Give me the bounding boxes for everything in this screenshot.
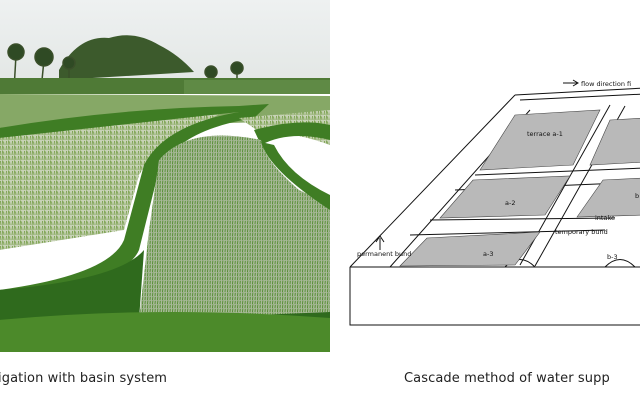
flow-arrow [572, 79, 579, 87]
paddy-basins [399, 109, 640, 267]
terrace-a1-label: terrace a-1 [527, 130, 563, 138]
intake-label: intake [595, 214, 615, 222]
sky [0, 0, 330, 90]
main-bund [0, 104, 269, 300]
left-paddy [0, 110, 229, 250]
diagram-caption: Cascade method of water supp [404, 371, 610, 386]
photo-caption: igation with basin system [0, 371, 168, 386]
block-outline [349, 267, 640, 326]
a2-label: a-2 [505, 199, 515, 207]
permanent-bund-arrow [375, 235, 385, 243]
temporary-bund-label: temporary bund [555, 228, 608, 236]
right-bund [254, 122, 330, 145]
rice-terrace-illustration [0, 0, 330, 352]
tree-hill [59, 35, 194, 80]
a3-label: a-3 [483, 250, 493, 258]
flow-direction-label: flow direction fi [581, 80, 631, 88]
cascade-diagram-drawing: flow direction fi terrace a-1 a-2 a-3 b-… [349, 79, 640, 326]
permanent-bund-label: permanent bund [357, 250, 411, 258]
b-label: b [635, 192, 639, 200]
b3-label: b-3 [607, 253, 618, 261]
rice-terrace-photo [0, 0, 330, 352]
cascade-diagram: flow direction fi terrace a-1 a-2 a-3 b-… [345, 70, 640, 330]
lower-paddy [139, 135, 330, 320]
